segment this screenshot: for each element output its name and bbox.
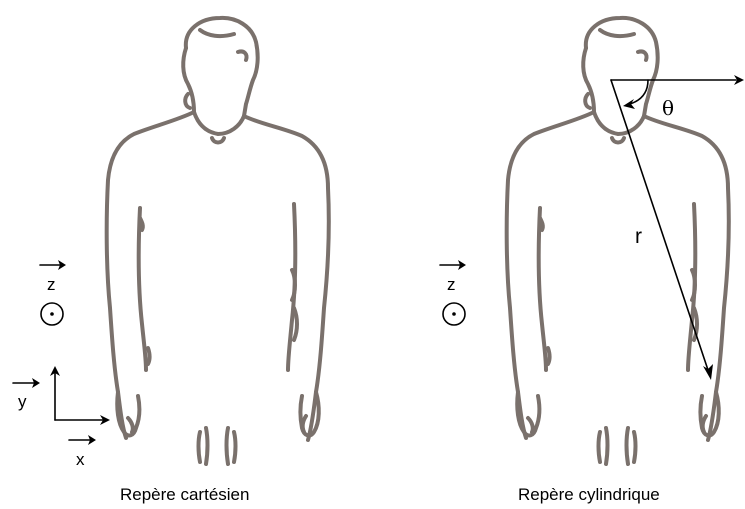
- horizontal-axis: [55, 415, 110, 425]
- z-axis-label-right: z: [447, 275, 456, 294]
- out-of-plane-symbol-right: [443, 303, 465, 325]
- caption-cartesian: Repère cartésien: [120, 485, 249, 504]
- person-silhouette-left: [107, 18, 329, 464]
- x-axis-label: x: [76, 450, 85, 469]
- out-of-plane-symbol-left: [41, 303, 63, 325]
- vertical-axis: [50, 366, 60, 420]
- cartesian-frame: z y x: [13, 260, 110, 469]
- r-label: r: [635, 225, 642, 248]
- y-vector-arrow: [13, 378, 40, 388]
- caption-cylindrical: Repère cylindrique: [518, 485, 660, 504]
- x-vector-arrow: [69, 435, 96, 445]
- z-axis-label-left: z: [47, 275, 56, 294]
- person-silhouette-right: [507, 18, 729, 464]
- theta-label: θ: [662, 96, 674, 120]
- y-axis-label: y: [18, 392, 27, 411]
- z-vector-arrow: [40, 260, 66, 270]
- z-vector-arrow-right: [440, 260, 466, 270]
- reference-axis-arrow: [611, 75, 744, 85]
- cylindrical-frame: z θ r: [440, 75, 744, 380]
